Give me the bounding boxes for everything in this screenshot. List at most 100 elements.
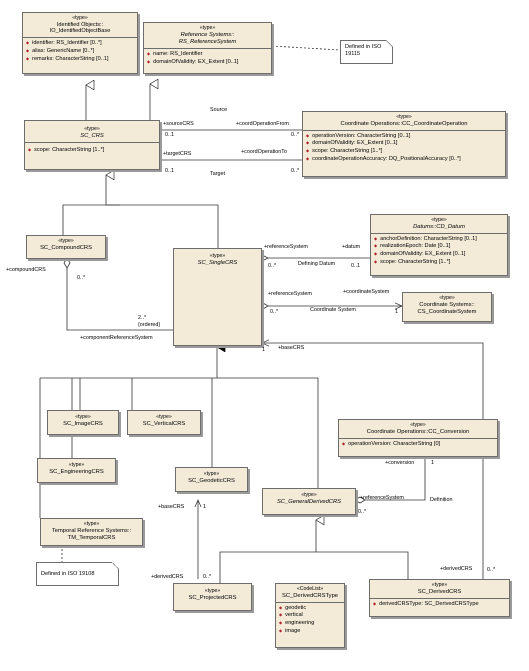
diamond-conversion: [354, 496, 366, 504]
stereotype: «type»: [58, 238, 74, 244]
class-cd-datum[interactable]: «type» Datums::CD_Datum anchorDefinition…: [370, 214, 508, 276]
label-mult-0-many-h: 0..*: [487, 567, 496, 573]
class-name: SC_SingleCRS: [197, 259, 238, 266]
assoc-component: [66, 265, 173, 331]
label-definition: Definition: [430, 497, 453, 503]
class-reference-system[interactable]: «type» Reference Systems:: RS_ReferenceS…: [143, 22, 272, 74]
attribute: scope: CharacterString [1..*]: [306, 148, 502, 156]
label-mult-0-many-d: 0..*: [77, 275, 86, 281]
class-sc-geodetic-crs[interactable]: «type» SC_GeodeticCRS: [175, 467, 248, 492]
label-coordinate-system: +coordinateSystem: [343, 289, 390, 295]
assoc-base-crs: [262, 343, 484, 579]
label-defining-datum: Defining Datum: [298, 261, 336, 267]
attribute: domainOfValidity: EX_Extent [0..1]: [147, 59, 268, 67]
attribute: domainOfValidity: EX_Extent [0..1]: [306, 140, 502, 148]
class-coordinate-operation[interactable]: «type» Coordinate Operations::CC_Coordin…: [302, 111, 506, 177]
attribute: realizationEpoch: Date [0..1]: [374, 243, 504, 251]
stereotype: «type»: [75, 414, 91, 420]
stereotype: «type»: [203, 471, 220, 477]
label-mult-0-many-g: 0..*: [203, 574, 212, 580]
stereotype: «type»: [410, 422, 426, 428]
label-mult-1-b: 1: [262, 347, 265, 353]
class-temporal-crs[interactable]: «type» Temporal Reference Systems:: TM_T…: [40, 518, 143, 546]
note-iso-19108: Defined in ISO 19108: [36, 562, 119, 586]
class-sc-derived-crs[interactable]: «type» SC_DerivedCRS derivedCRSType: SC_…: [369, 579, 510, 617]
class-name-2: RS_ReferenceSystem: [178, 38, 237, 45]
class-coordinate-system[interactable]: «type» Coordinate Systems:: CS_Coordinat…: [402, 292, 492, 322]
label-mult-0-many-e: 0..*: [270, 309, 279, 315]
label-mult-0-1-c: 0..1: [351, 263, 360, 269]
attribute: coordinateOperationAccuracy: DQ_Position…: [306, 156, 502, 164]
label-conversion: +conversion: [385, 460, 415, 466]
literal: image: [279, 628, 341, 636]
stereotype: «type»: [431, 217, 447, 223]
class-sc-engineering-crs[interactable]: «type» SC_EngineeringCRS: [37, 458, 116, 483]
class-name: SC_GeodeticCRS: [188, 477, 235, 484]
diamond-compound: [63, 257, 71, 269]
class-cc-conversion[interactable]: «type» Coordinate Operations::CC_Convers…: [338, 419, 498, 457]
stereotype: «type»: [396, 114, 412, 120]
note-connector-19115: [271, 45, 341, 51]
label-target: Target: [210, 171, 225, 177]
note-iso-19115: Defined in ISO 19115: [340, 40, 393, 64]
stereotype: «CodeList»: [296, 586, 324, 592]
label-ordered: {ordered}: [138, 322, 161, 328]
class-name: SC_ImageCRS: [63, 420, 103, 427]
class-name: SC_VerticalCRS: [142, 420, 186, 427]
label-mult-1-c: 1: [431, 460, 434, 466]
attribute: operationVersion: CharacterString [0]: [342, 441, 494, 449]
label-derived-crs-2: +derivedCRS: [440, 566, 473, 572]
class-sc-compound-crs[interactable]: «type» SC_CompoundCRS: [26, 235, 106, 259]
class-sc-image-crs[interactable]: «type» SC_ImageCRS: [47, 410, 119, 435]
class-name: SC_GeneralDerivedCRS: [276, 498, 342, 505]
class-name: Coordinate Systems::: [419, 301, 475, 308]
class-sc-single-crs[interactable]: «type» SC_SingleCRS: [173, 248, 262, 346]
note-line-2: 19115: [345, 51, 361, 58]
class-sc-general-derived-crs[interactable]: «type» SC_GeneralDerivedCRS: [262, 488, 356, 515]
class-sc-projected-crs[interactable]: «type» SC_ProjectedCRS: [173, 583, 252, 611]
label-compound-crs: +compoundCRS: [6, 267, 46, 273]
label-source: Source: [210, 107, 228, 113]
class-name-2: CS_CoordinateSystem: [417, 308, 477, 315]
attribute: remarks: CharacterString [0..1]: [26, 56, 134, 64]
gen-single-crs: [106, 175, 219, 248]
attribute: anchorDefinition: CharacterString [0..1]: [374, 236, 504, 244]
note-line-1: Defined in ISO: [345, 44, 382, 50]
label-coord-op-to: +coordOperationTo: [241, 149, 287, 155]
gen-projected: [219, 520, 316, 583]
attribute: scope: CharacterString [1..*]: [28, 147, 156, 155]
stereotype: «type»: [204, 588, 221, 594]
assoc-conversion: [363, 448, 426, 501]
attribute: alias: GenericName [0..*]: [26, 48, 134, 56]
attribute: name: RS_Identifier: [147, 51, 268, 59]
class-sc-derived-crs-type[interactable]: «CodeList» SC_DerivedCRSType geodetic ve…: [275, 583, 345, 648]
stereotype: «type»: [301, 492, 317, 498]
stereotype: «type»: [439, 295, 455, 301]
stereotype: «type»: [156, 414, 172, 420]
class-name: SC_ProjectedCRS: [188, 594, 237, 601]
gen-compound-crs: [62, 204, 120, 235]
stereotype: «type»: [199, 25, 216, 31]
class-sc-crs[interactable]: «type» SC_CRS scope: CharacterString [1.…: [24, 120, 160, 170]
label-mult-0-many-b: 0..*: [291, 168, 300, 174]
label-mult-0-1-b: 0..1: [165, 168, 174, 174]
note-text: Defined in ISO 19108: [41, 571, 95, 577]
gen-derived: [316, 551, 409, 579]
class-identified-objects[interactable]: «type» Identified Objects:: IO_Identifie…: [22, 12, 138, 74]
label-coordinate-system-assoc: Coordinate System: [310, 307, 356, 313]
label-source-crs: +sourceCRS: [163, 121, 194, 127]
literal: vertical: [279, 612, 341, 620]
label-mult-0-many-f: 0..*: [358, 509, 367, 515]
class-name: SC_DerivedCRSType: [281, 592, 339, 599]
class-name-2: TM_TemporalCRS: [67, 534, 116, 541]
class-sc-vertical-crs[interactable]: «type» SC_VerticalCRS: [127, 410, 201, 435]
attribute: scope: CharacterString [1..*]: [374, 259, 504, 267]
label-datum: +datum: [342, 244, 361, 250]
literal: engineering: [279, 620, 341, 628]
literal: geodetic: [279, 605, 341, 613]
label-mult-1-a: 1: [395, 309, 398, 315]
label-base-crs-1: +baseCRS: [278, 345, 305, 351]
stereotype: «type»: [72, 15, 88, 21]
class-name: SC_CRS: [80, 132, 104, 139]
